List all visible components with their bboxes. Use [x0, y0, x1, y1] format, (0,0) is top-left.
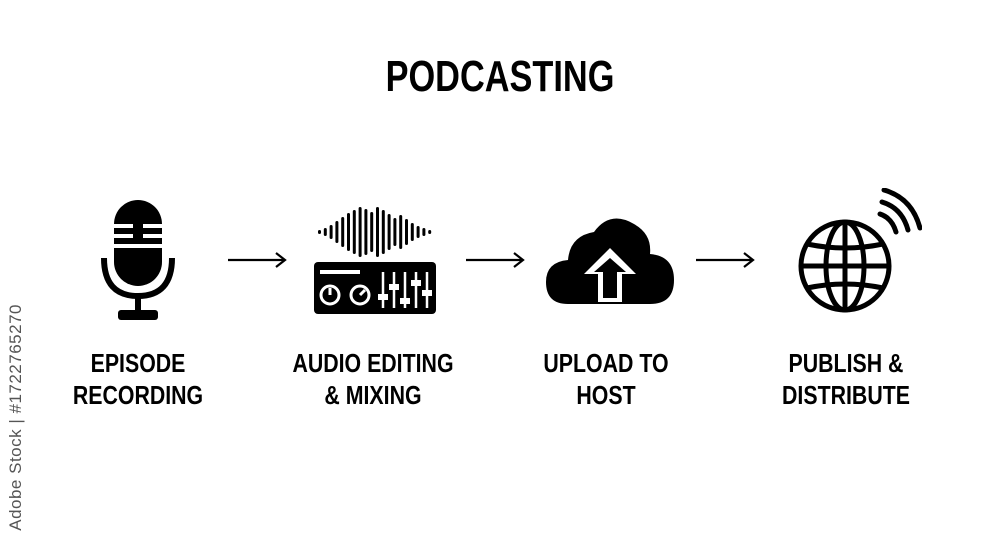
arrow-icon — [466, 252, 525, 268]
audio-mixer-icon — [314, 207, 436, 314]
arrow-icon — [228, 252, 287, 268]
page-title: PODCASTING — [385, 52, 615, 101]
cloud-upload-icon — [546, 218, 674, 304]
microphone-icon — [101, 200, 175, 320]
step-label-editing: AUDIO EDITING& MIXING — [292, 348, 454, 410]
step-label-publish: PUBLISH &DISTRIBUTE — [782, 348, 910, 410]
stock-watermark: Adobe Stock | #1722765270 — [6, 304, 25, 531]
globe-broadcast-icon — [798, 188, 922, 313]
arrow-icon — [696, 252, 755, 268]
